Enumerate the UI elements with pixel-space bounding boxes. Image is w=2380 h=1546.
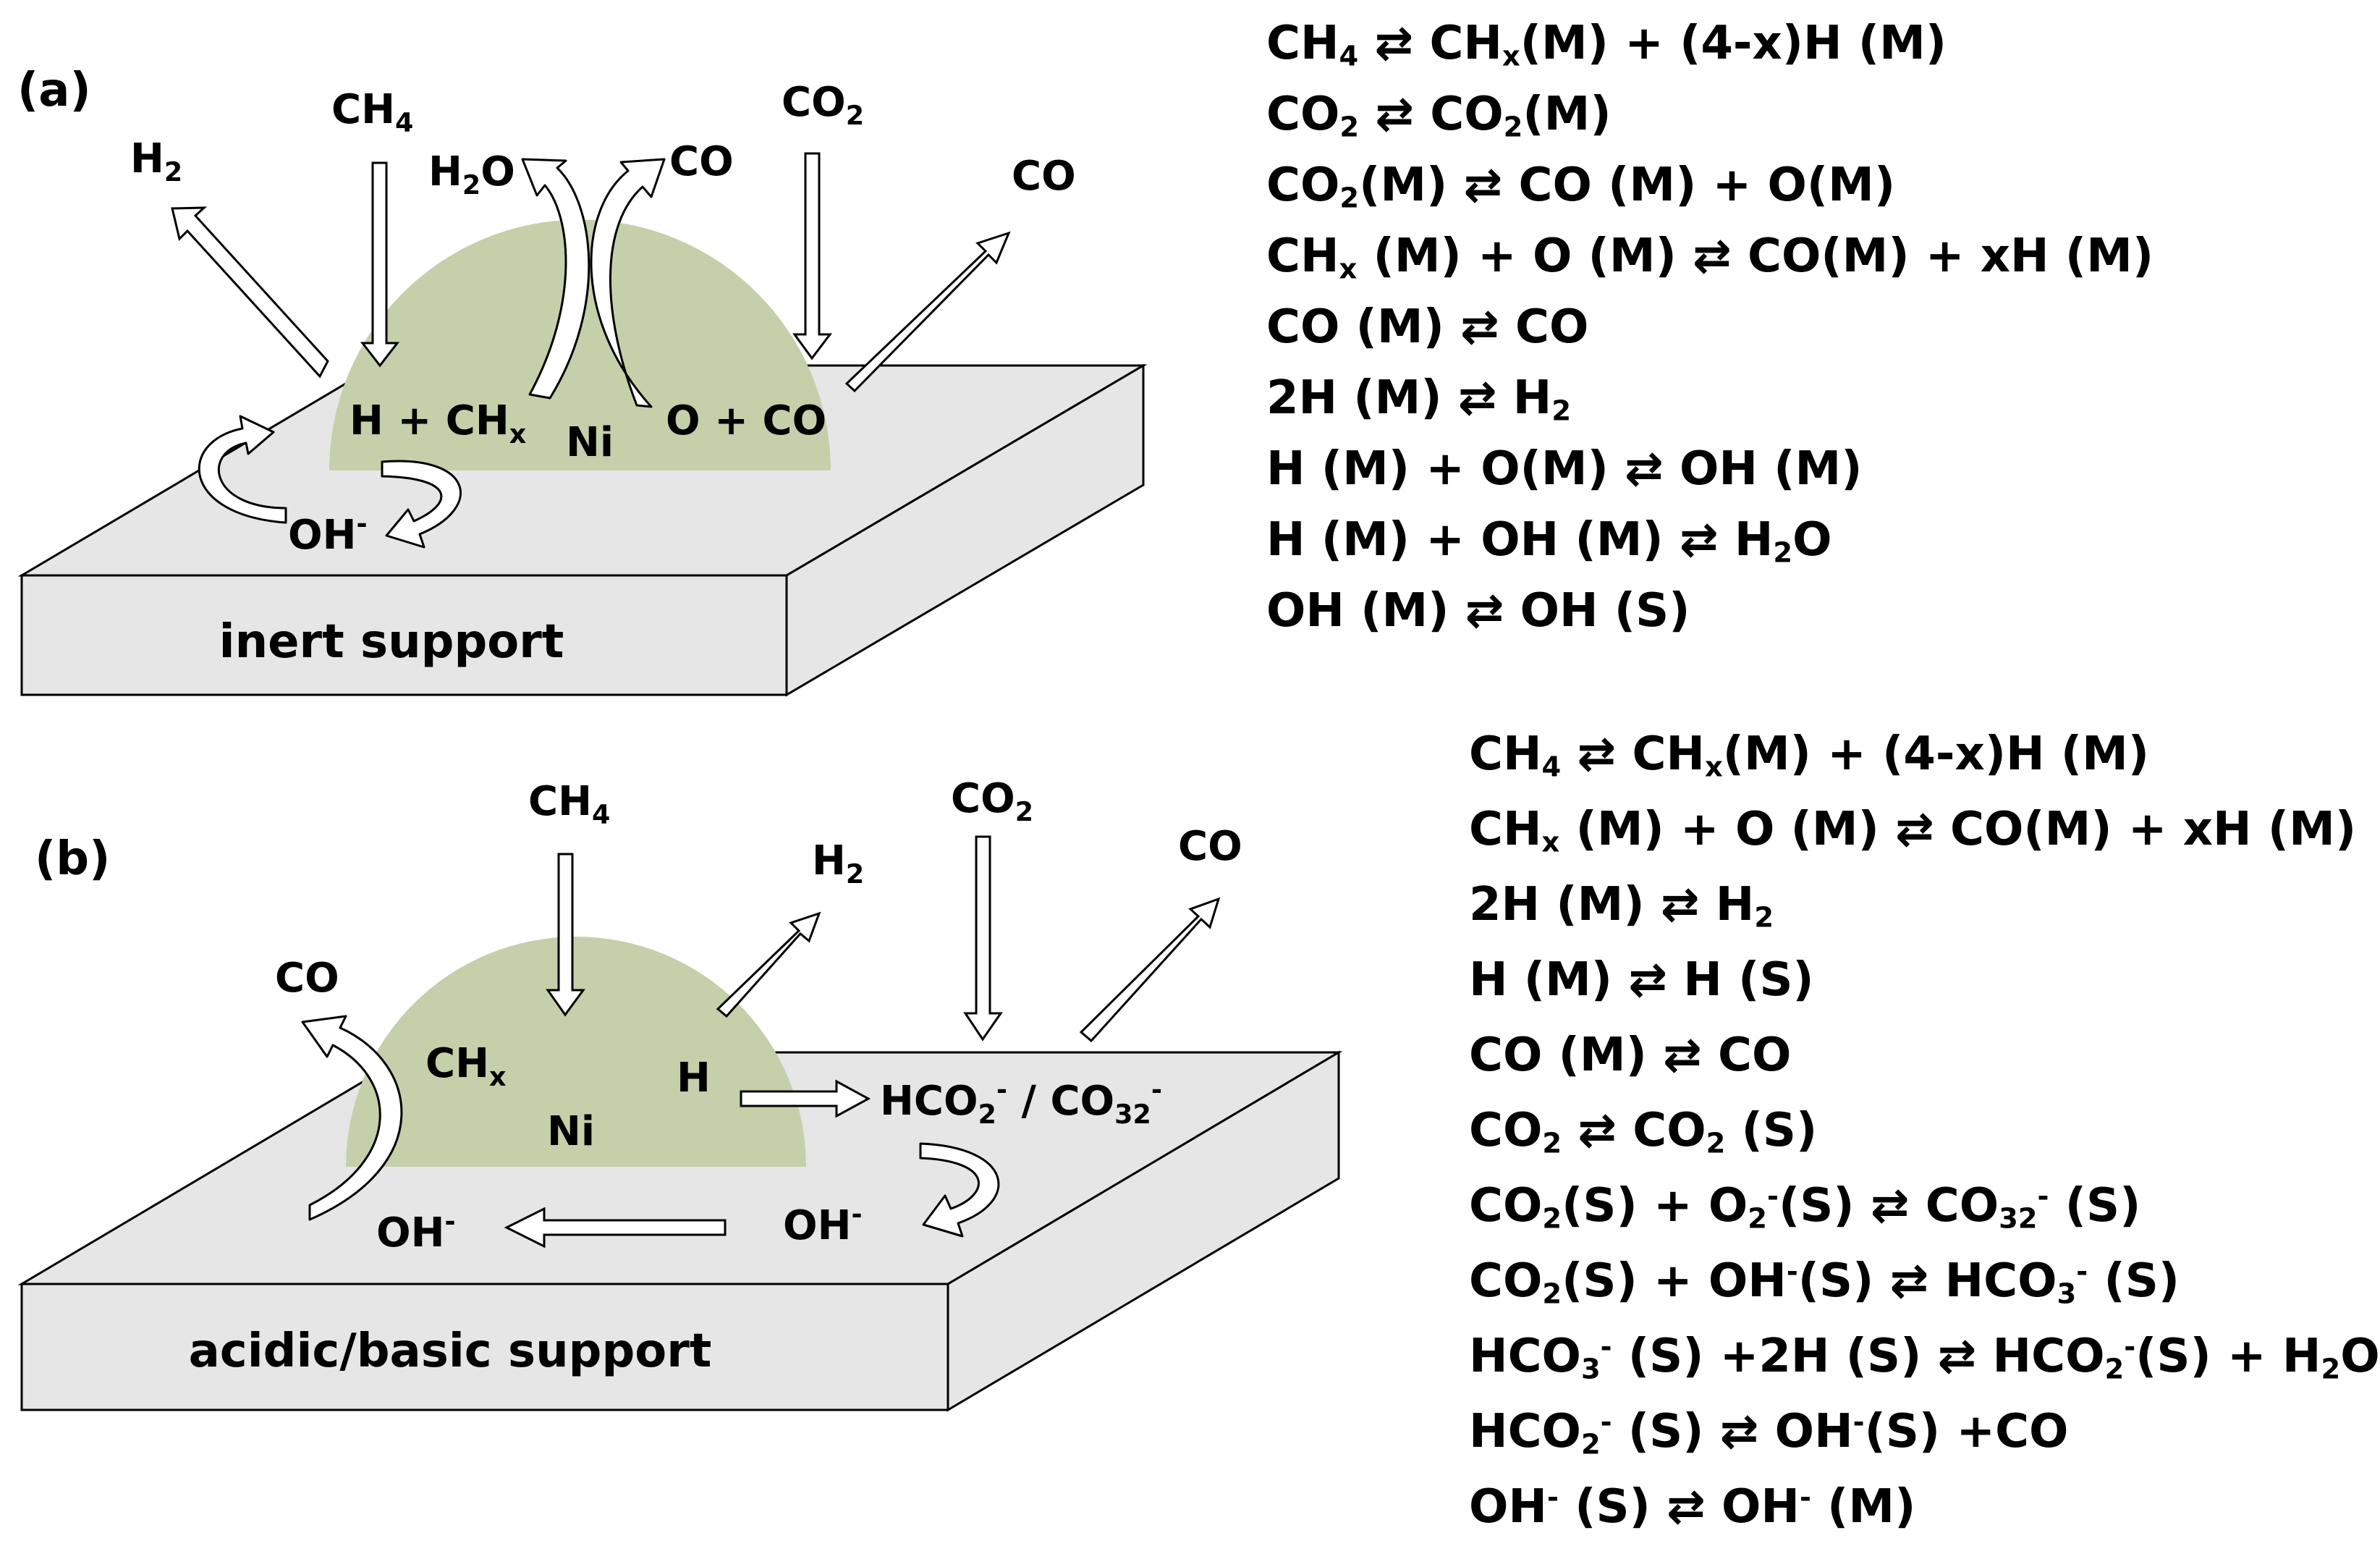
panel-a-arrow-ch4 xyxy=(360,161,400,368)
panel-a-equation: CH4 ⇄ CHx(M) + (4-x)H (M) xyxy=(1266,17,1947,73)
panel-b-label: (b) xyxy=(35,832,110,886)
panel-b-equation: H (M) ⇄ H (S) xyxy=(1469,953,1814,1007)
panel-b-ch4-label: CH4​ xyxy=(528,778,610,830)
panel-a: (a) inert support H2​ CH4​ H2​O C xyxy=(17,64,1148,697)
panel-b-oh-right-label: OH-​ xyxy=(783,1199,863,1249)
panel-a-h-chx-label: H + CHx​ xyxy=(350,397,526,449)
panel-a-o-co-label: O + CO xyxy=(666,397,826,444)
panel-a-co-top-label: CO xyxy=(669,138,734,185)
panel-a-equation: CO2 ⇄ CO2(M) xyxy=(1266,88,1612,144)
panel-a-arrow-co-top xyxy=(590,158,666,408)
panel-b-oh-left-label: OH-​ xyxy=(376,1206,456,1256)
panel-b-chx-label: CHx​ xyxy=(425,1040,506,1092)
panel-a-arrow-co2 xyxy=(792,152,833,360)
panel-a-equation: OH (M) ⇄ OH (S) xyxy=(1266,584,1690,638)
panel-a-equation: 2H (M) ⇄ H2 xyxy=(1266,371,1572,428)
panel-b-arrow-h-spill xyxy=(740,1079,871,1118)
catalysis-diagram: (a) inert support H2​ CH4​ H2​O C xyxy=(17,64,1343,1412)
panel-a-arrow-co xyxy=(844,231,1011,393)
panel-b-support-front xyxy=(20,1283,949,1411)
panel-b-ni-label: Ni xyxy=(547,1108,595,1155)
panel-b-ni-particle xyxy=(346,937,806,1167)
panel-a-equation: H (M) + OH (M) ⇄ H2O xyxy=(1266,513,1832,570)
panel-a-support-front xyxy=(20,574,788,696)
panel-b-equation: CH4 ⇄ CHx(M) + (4-x)H (M) xyxy=(1469,727,2150,784)
panel-b-h-label: H xyxy=(677,1055,711,1102)
panel-a-oh-label: OH-​ xyxy=(288,508,368,559)
panel-b-hco2-co3-label: HCO2​-​ / CO32​-​ xyxy=(880,1074,1162,1130)
panel-b-equation: CHx (M) + O (M) ⇄ CO(M) + xH (M) xyxy=(1469,803,2357,859)
panel-b-arrow-co2 xyxy=(963,835,1003,1042)
panel-a-equation: H (M) + O(M) ⇄ OH (M) xyxy=(1266,442,1863,496)
panel-a-arrow-h2 xyxy=(171,206,329,379)
panel-a-support-label: inert support xyxy=(219,615,564,669)
panel-b-co-left-label: CO xyxy=(275,955,339,1002)
panel-a-ni-label: Ni xyxy=(566,419,614,466)
panel-b-arrow-to-oh xyxy=(919,1142,1000,1238)
panel-b-equation: OH- (S) ⇄ OH- (M) xyxy=(1469,1480,1916,1534)
panel-b-arrow-co-right xyxy=(1079,897,1221,1043)
panel-a-equation: CHx (M) + O (M) ⇄ CO(M) + xH (M) xyxy=(1266,229,2154,286)
panel-b-arrow-h2 xyxy=(716,911,821,1018)
panel-a-ni-particle xyxy=(329,219,831,470)
panel-b-equation: CO (M) ⇄ CO xyxy=(1469,1028,1792,1082)
panel-a-co-right-label: CO xyxy=(1012,153,1076,200)
panel-a-co2-label: CO2​ xyxy=(782,79,864,131)
panel-b-equations: CH4 ⇄ CHx(M) + (4-x)H (M) CHx (M) + O (M)… xyxy=(1469,727,2380,1534)
panel-b-arrow-ch4 xyxy=(546,853,585,1017)
panel-b-h2-label: H2​ xyxy=(812,837,864,890)
panel-a-h2o-label: H2​O xyxy=(428,148,515,200)
panel-a-arrow-spill-left xyxy=(198,415,287,524)
panel-a-arrow-h2o xyxy=(521,158,590,400)
panel-a-equations: CH4 ⇄ CHx(M) + (4-x)H (M) CO2 ⇄ CO2(M) CO2… xyxy=(1266,20,2323,672)
panel-b-arrow-oh xyxy=(504,1207,727,1249)
panel-a-equation: CO2(M) ⇄ CO (M) + O(M) xyxy=(1266,159,1896,215)
panel-a-equation: CO (M) ⇄ CO xyxy=(1266,300,1589,354)
panel-b-support-label: acidic/basic support xyxy=(189,1325,712,1378)
panel-b-co2-label: CO2​ xyxy=(951,775,1033,827)
panel-b-arrow-co-left xyxy=(301,1015,403,1221)
panel-b-co-right-label: CO xyxy=(1178,823,1242,870)
panel-b-equation: HCO2- (S) ⇄ OH-(S) +CO xyxy=(1469,1405,2069,1461)
panel-b-equation: CO2(S) + OH-(S) ⇄ HCO3- (S) xyxy=(1469,1254,2180,1311)
panel-a-ch4-label: CH4​ xyxy=(331,86,413,138)
panel-a-label: (a) xyxy=(17,64,91,117)
panel-b-equation: CO2 ⇄ CO2 (S) xyxy=(1469,1104,1818,1160)
panel-b-equation: HCO3- (S) +2H (S) ⇄ HCO2-(S) + H2O xyxy=(1469,1330,2380,1386)
panel-b-equation: CO2(S) + O2-(S) ⇄ CO32- (S) xyxy=(1469,1179,2141,1235)
panel-b: (b) acidic/basic support CH4​ CO2​ xyxy=(17,775,1343,1412)
panel-a-h2-label: H2​ xyxy=(130,135,182,187)
panel-b-equation: 2H (M) ⇄ H2 xyxy=(1469,878,1774,934)
panel-a-arrow-spill-right xyxy=(381,460,462,549)
